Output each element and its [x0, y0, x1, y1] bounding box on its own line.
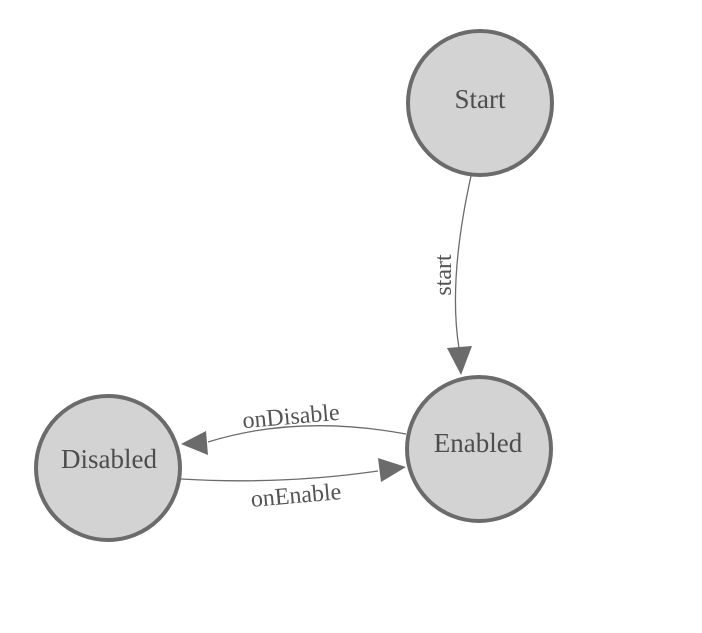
start-node-label: Start	[455, 84, 506, 114]
edge-start-to-enabled: start	[431, 175, 472, 375]
edge-label-onenable: onEnable	[250, 479, 343, 513]
enabled-node-circle[interactable]	[405, 375, 553, 523]
edge-line-disabled-to-enabled	[180, 470, 379, 482]
enabled-node-label: Enabled	[434, 428, 523, 458]
disabled-node-circle[interactable]	[34, 394, 182, 542]
disabled-node-label: Disabled	[61, 444, 157, 474]
state-node-disabled[interactable]: Disabled	[34, 394, 182, 542]
edge-disabled-to-enabled: onEnable	[180, 458, 406, 513]
edge-label-ondisable: onDisable	[241, 400, 340, 434]
edge-enabled-to-disabled: onDisable	[181, 400, 407, 455]
edge-line-enabled-to-disabled	[207, 425, 407, 443]
start-node-circle[interactable]	[406, 29, 554, 177]
state-node-start[interactable]: Start	[406, 29, 554, 177]
arrowhead-into-disabled-right-icon	[181, 431, 208, 455]
edge-line-start-to-enabled	[454, 175, 472, 349]
state-node-enabled[interactable]: Enabled	[405, 375, 553, 523]
edge-label-start: start	[431, 254, 457, 296]
arrowhead-into-enabled-top-icon	[447, 346, 472, 375]
arrowhead-into-enabled-left-icon	[378, 458, 406, 482]
